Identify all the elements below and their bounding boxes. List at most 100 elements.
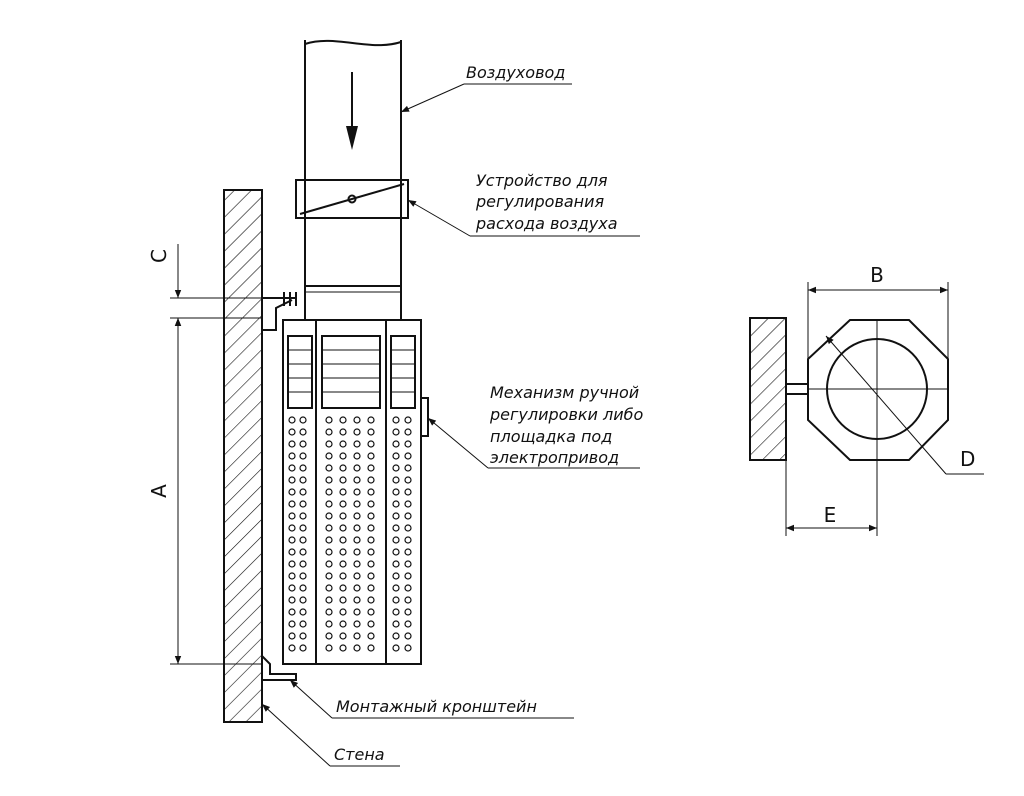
perforation-hole xyxy=(288,428,296,436)
perforation-hole xyxy=(392,644,400,652)
perforation-hole xyxy=(339,548,347,556)
perforation-hole xyxy=(339,440,347,448)
perforation-hole xyxy=(288,524,296,532)
label-regulator-line1: Устройство для xyxy=(476,171,608,190)
perforation-hole xyxy=(299,428,307,436)
perforation-hole xyxy=(353,512,361,520)
perforation-hole xyxy=(339,464,347,472)
perforation-hole xyxy=(367,536,375,544)
perforation-hole xyxy=(392,416,400,424)
perforation-hole xyxy=(339,476,347,484)
perforation-hole xyxy=(392,632,400,640)
dimension-e-label: E xyxy=(824,503,837,527)
perforation-hole xyxy=(392,512,400,520)
perforation-hole xyxy=(404,452,412,460)
perforation-hole xyxy=(367,632,375,640)
perforation-hole xyxy=(299,476,307,484)
perforation-hole xyxy=(404,644,412,652)
bottom-bracket xyxy=(261,655,297,681)
perforation-hole xyxy=(367,560,375,568)
perforation-hole xyxy=(367,488,375,496)
perforation-hole xyxy=(288,416,296,424)
perforation-hole xyxy=(339,584,347,592)
perforation-hole xyxy=(367,620,375,628)
perforation-hole xyxy=(353,416,361,424)
perforation-hole xyxy=(325,608,333,616)
perforation-hole xyxy=(299,584,307,592)
perforation-hole xyxy=(367,584,375,592)
perforation-hole xyxy=(299,572,307,580)
perforation-hole xyxy=(367,440,375,448)
perforation-hole xyxy=(325,644,333,652)
perforation-hole xyxy=(353,608,361,616)
perforation-hole xyxy=(367,452,375,460)
perforation-hole xyxy=(353,500,361,508)
perforation-hole xyxy=(339,620,347,628)
perforation-hole xyxy=(392,584,400,592)
label-duct: Воздуховод xyxy=(466,63,565,82)
wall-section xyxy=(223,189,263,723)
perforation-hole xyxy=(404,512,412,520)
label-mechanism-line2: регулировки либо xyxy=(489,405,644,424)
perforation-hole xyxy=(367,476,375,484)
perforation-hole xyxy=(367,416,375,424)
perforation-hole xyxy=(325,584,333,592)
perforation-hole xyxy=(288,608,296,616)
perforation-hole xyxy=(353,560,361,568)
perforation-hole xyxy=(367,512,375,520)
perforation-hole xyxy=(392,524,400,532)
label-wall: Стена xyxy=(334,745,385,764)
perforation-hole xyxy=(325,536,333,544)
perforation-hole xyxy=(339,500,347,508)
perforation-hole xyxy=(404,560,412,568)
perforation-hole xyxy=(288,596,296,604)
label-regulator-line3: расхода воздуха xyxy=(475,214,618,233)
perforation-hole xyxy=(367,464,375,472)
perforation-hole xyxy=(339,596,347,604)
perforation-hole xyxy=(367,524,375,532)
perforation-hole xyxy=(325,488,333,496)
dimension-e: E xyxy=(785,460,877,536)
perforation-hole xyxy=(367,572,375,580)
perforation-hole xyxy=(404,500,412,508)
perforation-hole xyxy=(367,608,375,616)
perforation-hole xyxy=(392,596,400,604)
label-mechanism-line3: площадка под xyxy=(490,427,612,446)
perforation-hole xyxy=(367,548,375,556)
label-regulator-line2: регулирования xyxy=(475,192,605,211)
perforation-hole xyxy=(299,440,307,448)
dimension-b-label: B xyxy=(870,263,884,287)
perforation-hole xyxy=(339,536,347,544)
perforation-hole xyxy=(299,512,307,520)
diffuser-body xyxy=(282,319,429,665)
perforation-hole xyxy=(288,536,296,544)
perforation-hole xyxy=(392,536,400,544)
plan-bracket xyxy=(785,383,809,395)
perforation-hole xyxy=(288,512,296,520)
dimension-a-label: A xyxy=(147,484,171,498)
perforation-hole xyxy=(339,572,347,580)
perforation-hole xyxy=(325,464,333,472)
perforation-hole xyxy=(288,644,296,652)
louvre-right xyxy=(390,335,416,409)
perforation-hole xyxy=(325,632,333,640)
perforation-hole xyxy=(392,464,400,472)
perforation-hole xyxy=(339,488,347,496)
perforation-hole xyxy=(325,476,333,484)
label-mechanism-line1: Механизм ручной xyxy=(490,383,639,402)
perforation-hole xyxy=(299,452,307,460)
perforation-hole xyxy=(404,632,412,640)
perforation-hole xyxy=(339,644,347,652)
perforation-hole xyxy=(325,428,333,436)
perforation-hole xyxy=(299,548,307,556)
perforation-hole xyxy=(392,428,400,436)
perforation-hole xyxy=(353,572,361,580)
perforation-hole xyxy=(299,416,307,424)
perforation-hole xyxy=(299,608,307,616)
top-bracket xyxy=(261,292,297,331)
perforation-hole xyxy=(299,632,307,640)
perforation-hole xyxy=(404,572,412,580)
perforation-holes xyxy=(288,416,412,652)
perforation-hole xyxy=(392,452,400,460)
